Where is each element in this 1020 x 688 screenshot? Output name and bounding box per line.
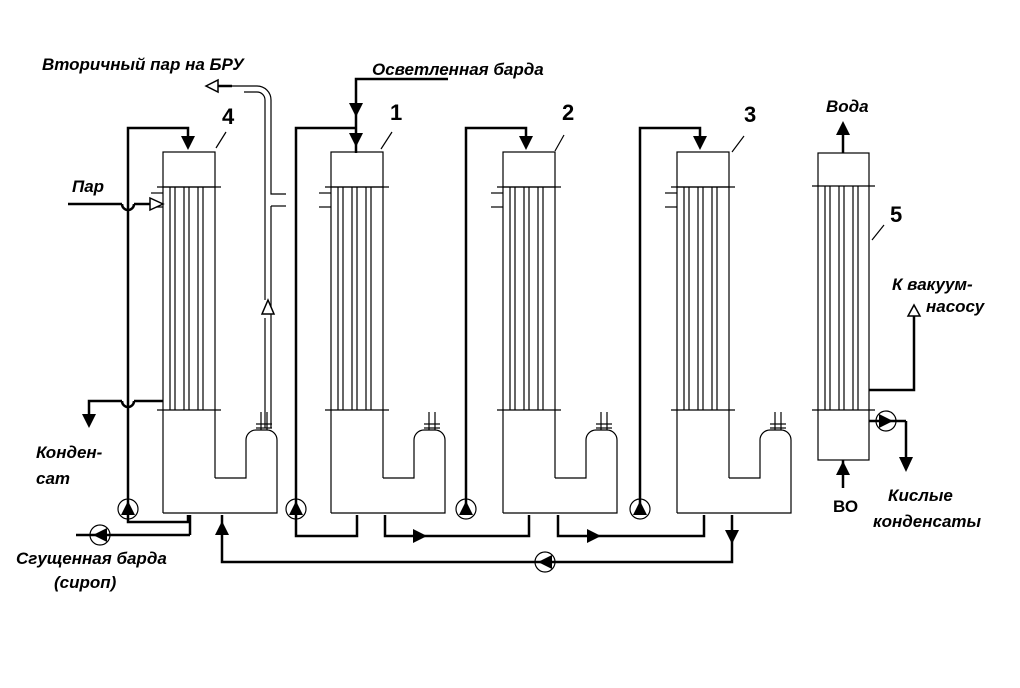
evaporator-1 [319, 151, 446, 514]
label-vacuum-2: насосу [926, 297, 986, 316]
arrow-acid-out [899, 457, 913, 472]
unit-number-4: 4 [222, 104, 235, 129]
arrow-feed-4 [181, 136, 195, 150]
unit-number-2: 2 [562, 100, 574, 125]
unit-number-3: 3 [744, 102, 756, 127]
label-acid-2: конденсаты [873, 512, 982, 531]
label-thick-vinasse-1: Сгущенная барда [16, 549, 167, 568]
label-water: Вода [826, 97, 869, 116]
arrow-steam-in [149, 196, 165, 212]
arrow-bo-in [836, 461, 850, 475]
arrow-feed-2 [519, 136, 533, 150]
evaporator-3 [665, 151, 792, 514]
unit-number-1: 1 [390, 100, 402, 125]
label-bo: ВО [833, 497, 858, 516]
pump-acid [875, 410, 897, 432]
arrow-feed-1a [349, 103, 363, 117]
label-vacuum-1: К вакуум- [892, 275, 973, 294]
arrow-vacuum [906, 303, 922, 317]
condenser-5 [812, 121, 922, 488]
label-condensate-1: Конден- [36, 443, 103, 462]
label-clarified-vinasse: Осветленная барда [372, 60, 544, 79]
label-steam: Пар [72, 177, 104, 196]
label-secondary-steam: Вторичный пар на БРУ [42, 55, 245, 74]
evaporator-units [151, 151, 792, 514]
unit-number-5: 5 [890, 202, 902, 227]
evaporator-2 [491, 151, 618, 514]
feed-lines [126, 77, 707, 508]
arrow-water-out [836, 121, 850, 135]
steam-input [68, 196, 165, 212]
evaporator-4 [151, 151, 278, 514]
secondary-steam-line [204, 78, 286, 428]
leader-lines [215, 131, 885, 241]
label-acid-1: Кислые [888, 486, 953, 505]
bottom-lines [76, 400, 739, 573]
label-condensate-2: сат [36, 469, 70, 488]
arrow-feed-3 [693, 136, 707, 150]
condensate-out [82, 399, 163, 428]
label-thick-vinasse-2: (сироп) [54, 573, 117, 592]
arrow-condensate-out [82, 414, 96, 428]
